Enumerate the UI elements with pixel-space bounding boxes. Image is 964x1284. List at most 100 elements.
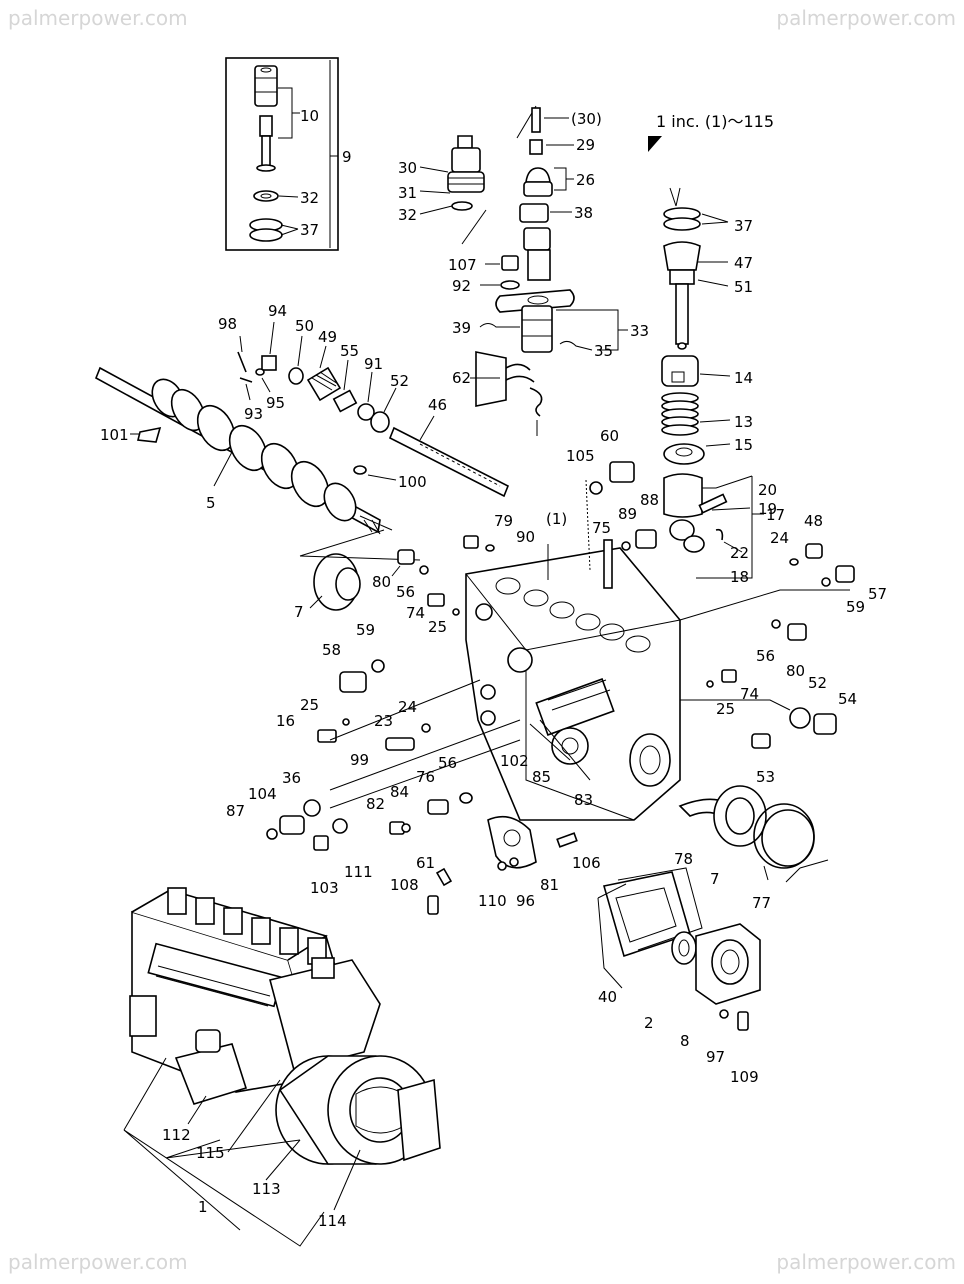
callout-104: 104	[248, 785, 277, 803]
callout-92: 92	[452, 277, 471, 295]
pump-housing	[465, 479, 681, 821]
callout-7: 7	[710, 870, 720, 888]
callout-103: 103	[310, 879, 339, 897]
callout-24: 24	[398, 698, 417, 716]
callout-102: 102	[500, 752, 529, 770]
callout-30: 30	[398, 159, 417, 177]
callout-19: 19	[758, 500, 777, 518]
callout-52: 52	[808, 674, 827, 692]
delivery-holder-stack	[419, 105, 628, 436]
callout-46: 46	[428, 396, 447, 414]
callout-22: 22	[730, 544, 749, 562]
callout-97: 97	[706, 1048, 725, 1066]
callout-1-ref: (1)	[546, 510, 567, 528]
callout-114: 114	[318, 1212, 347, 1230]
callout-50: 50	[295, 317, 314, 335]
callout-56: 56	[396, 583, 415, 601]
callout-33: 33	[630, 322, 649, 340]
callout-78: 78	[674, 850, 693, 868]
watermark-top-left: palmerpower.com	[8, 6, 188, 30]
callout-13: 13	[734, 413, 753, 431]
callout-74: 74	[740, 685, 759, 703]
callout-82: 82	[366, 795, 385, 813]
callout-83: 83	[574, 791, 593, 809]
callout-91: 91	[364, 355, 383, 373]
callout-51: 51	[734, 278, 753, 296]
callout-113: 113	[252, 1180, 281, 1198]
callout-99: 99	[350, 751, 369, 769]
callout-labels: 10 9 32 37 (30) 29 26 30 31 32 38 107 92…	[100, 107, 887, 1230]
assembly-note: 1 inc. (1)～115	[656, 112, 774, 131]
callout-55: 55	[340, 342, 359, 360]
callout-31: 31	[398, 184, 417, 202]
callout-101: 101	[100, 426, 129, 444]
callout-24: 24	[770, 529, 789, 547]
complete-pump-assembly	[123, 887, 441, 1247]
callout-59: 59	[846, 598, 865, 616]
callout-96: 96	[516, 892, 535, 910]
callout-94: 94	[268, 302, 287, 320]
callout-35: 35	[594, 342, 613, 360]
callout-47: 47	[734, 254, 753, 272]
callout-90: 90	[516, 528, 535, 546]
callout-56: 56	[438, 754, 457, 772]
callout-79: 79	[494, 512, 513, 530]
callout-87: 87	[226, 802, 245, 820]
callout-8: 8	[680, 1032, 690, 1050]
callout-14: 14	[734, 369, 753, 387]
callout-62: 62	[452, 369, 471, 387]
callout-109: 109	[730, 1068, 759, 1086]
callout-80: 80	[786, 662, 805, 680]
callout-39: 39	[452, 319, 471, 337]
callout-74: 74	[406, 604, 425, 622]
callout-95: 95	[266, 394, 285, 412]
watermark-bottom-left: palmerpower.com	[8, 1250, 188, 1274]
callout-48: 48	[804, 512, 823, 530]
callout-108: 108	[390, 876, 419, 894]
callout-53: 53	[756, 768, 775, 786]
callout-25: 25	[428, 618, 447, 636]
callout-112: 112	[162, 1126, 191, 1144]
callout-15: 15	[734, 436, 753, 454]
callout-29: 29	[576, 136, 595, 154]
callout-36: 36	[282, 769, 301, 787]
callout-89: 89	[618, 505, 637, 523]
callout-10: 10	[300, 107, 319, 125]
camshaft-group	[94, 321, 510, 535]
callout-100: 100	[398, 473, 427, 491]
plunger-spring-column	[648, 136, 764, 579]
callout-23: 23	[374, 712, 393, 730]
delivery-valve-inset-box	[225, 57, 339, 251]
callout-40: 40	[598, 988, 617, 1006]
callout-81: 81	[540, 876, 559, 894]
callout-88: 88	[640, 491, 659, 509]
callout-18: 18	[730, 568, 749, 586]
callout-77: 77	[752, 894, 771, 912]
callout-115: 115	[196, 1144, 225, 1162]
callout-16: 16	[276, 712, 295, 730]
watermark-bottom-right: palmerpower.com	[776, 1250, 956, 1274]
callout-17: 17	[766, 506, 785, 524]
callout-49: 49	[318, 328, 337, 346]
callout-107: 107	[448, 256, 477, 274]
callout-60: 60	[600, 427, 619, 445]
callout-32: 32	[300, 189, 319, 207]
callout-110: 110	[478, 892, 507, 910]
callout-37: 37	[734, 217, 753, 235]
callout-54: 54	[838, 690, 857, 708]
callout-76: 76	[416, 768, 435, 786]
callout-9: 9	[342, 148, 352, 166]
callout-37: 37	[300, 221, 319, 239]
callout-93: 93	[244, 405, 263, 423]
callout-105: 105	[566, 447, 595, 465]
callout-80: 80	[372, 573, 391, 591]
callout-56: 56	[756, 647, 775, 665]
callout-1: 1	[198, 1198, 208, 1216]
callout-52: 52	[390, 372, 409, 390]
callout-59: 59	[356, 621, 375, 639]
callout-32: 32	[398, 206, 417, 224]
callout-57: 57	[868, 585, 887, 603]
callout-106: 106	[572, 854, 601, 872]
callout-20: 20	[758, 481, 777, 499]
callout-5: 5	[206, 494, 216, 512]
